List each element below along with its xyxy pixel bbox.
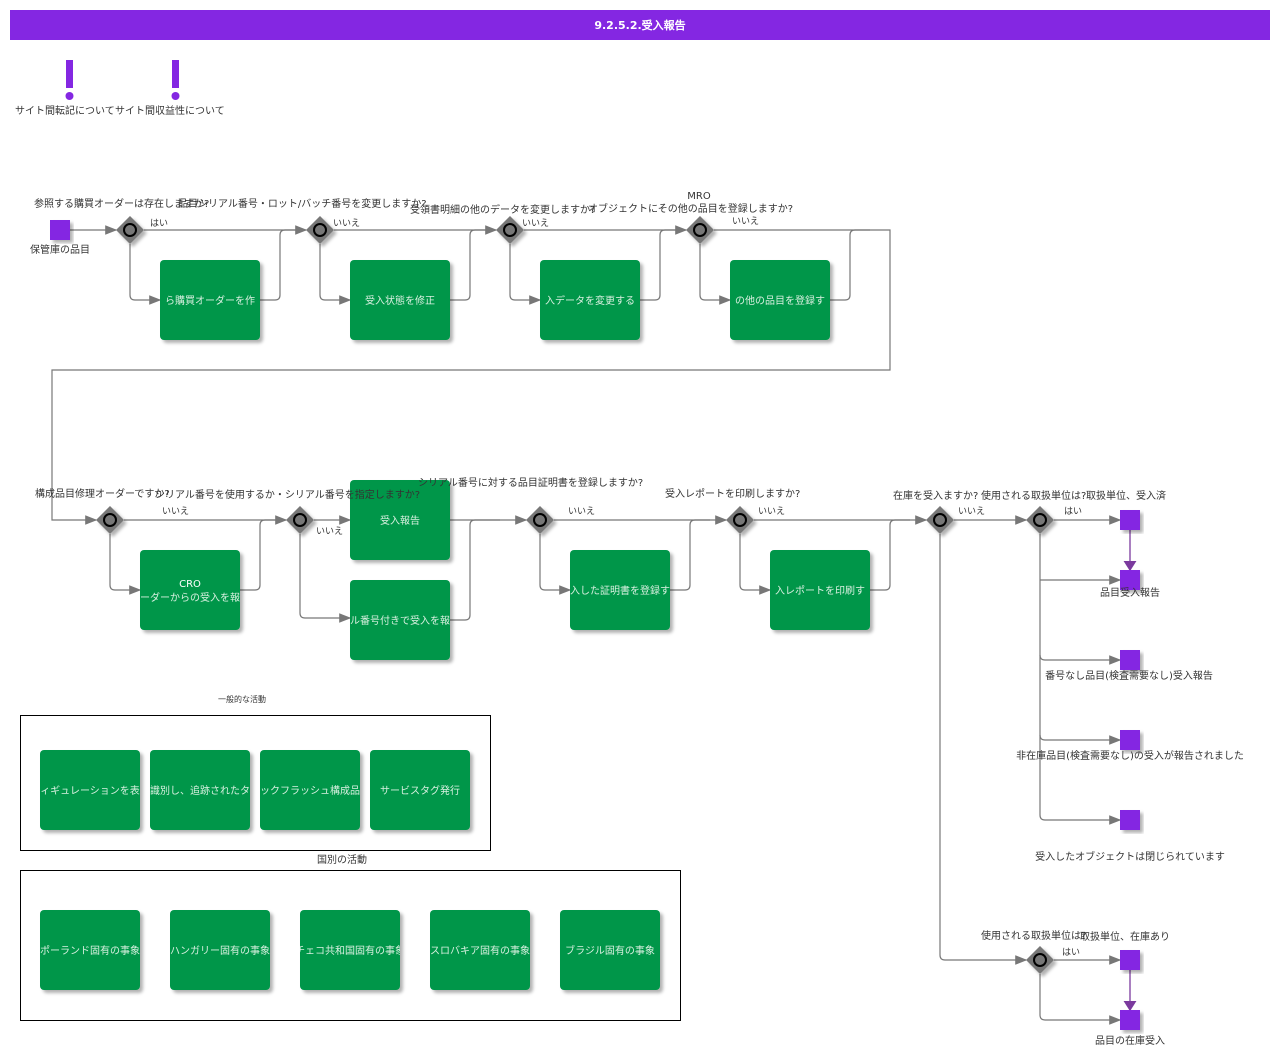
gateway-question: シリアル番号に対する品目証明書を登録しますか? xyxy=(418,476,643,489)
event-label: 取扱単位、受入済 xyxy=(1086,489,1166,502)
task-box[interactable] xyxy=(140,550,240,630)
task-label: サービスタグ発行 xyxy=(380,784,460,797)
task-box[interactable] xyxy=(300,910,400,990)
gateway[interactable] xyxy=(286,506,314,534)
task-box[interactable] xyxy=(150,750,250,830)
event-square[interactable] xyxy=(1120,510,1140,530)
general-activities-group xyxy=(20,715,491,851)
answer-label: はい xyxy=(1064,506,1082,517)
gateway-question: シリアル番号を使用するか・シリアル番号を指定しますか? xyxy=(155,488,420,501)
task-box[interactable] xyxy=(730,260,830,340)
gateway-question: 在庫を受入ますか? xyxy=(893,489,978,502)
event-label: 取扱単位、在庫あり xyxy=(1080,930,1170,943)
task-box[interactable] xyxy=(350,260,450,340)
answer-label: いいえ xyxy=(732,216,759,227)
task-box[interactable] xyxy=(40,910,140,990)
task-label: スロバキア固有の事象 xyxy=(430,944,530,957)
task-label: 入した証明書を登録す xyxy=(570,584,670,597)
task-box[interactable] xyxy=(350,580,450,660)
gateway-question: 構成品目修理オーダーですか? xyxy=(35,487,170,500)
gateway[interactable] xyxy=(496,216,524,244)
end-event[interactable] xyxy=(1120,730,1140,750)
end-event[interactable] xyxy=(1120,650,1140,670)
task-box[interactable] xyxy=(160,260,260,340)
task-label: ーダーからの受入を報 xyxy=(140,591,240,604)
answer-label: いいえ xyxy=(522,218,549,229)
task-box[interactable] xyxy=(350,480,450,560)
end-label: 品目受入報告 xyxy=(1100,586,1160,599)
task-box[interactable] xyxy=(170,910,270,990)
gateway[interactable] xyxy=(1026,506,1054,534)
gateway[interactable] xyxy=(116,216,144,244)
task-label: ル番号付きで受入を報 xyxy=(350,614,450,627)
task-box[interactable] xyxy=(40,750,140,830)
end-label: 受入したオブジェクトは閉じられています xyxy=(1035,850,1225,863)
task-label: 入レポートを印刷す xyxy=(775,585,865,597)
end-event[interactable] xyxy=(1120,570,1140,590)
gateway[interactable] xyxy=(1026,946,1054,974)
mro-label: MRO xyxy=(687,191,711,202)
gateway-question: 使用される取扱単位は? xyxy=(981,489,1086,502)
task-label: ら購買オーダーを作 xyxy=(165,294,255,307)
task-box[interactable] xyxy=(540,260,640,340)
end-label: 品目の在庫受入 xyxy=(1095,1034,1165,1047)
task-box[interactable] xyxy=(430,910,530,990)
task-box[interactable] xyxy=(570,550,670,630)
answer-label: いいえ xyxy=(162,506,189,517)
note-label: サイト間収益性について xyxy=(115,104,225,117)
answer-label: いいえ xyxy=(568,506,595,517)
task-label: 受入報告 xyxy=(380,514,420,527)
answer-label: いいえ xyxy=(333,218,360,229)
task-label: ブラジル固有の事象 xyxy=(565,944,655,957)
exclamation-icon xyxy=(65,60,74,100)
group-label: 国別の活動 xyxy=(317,853,367,866)
answer-label: はい xyxy=(1062,947,1080,958)
task-label: チェコ共和国固有の事象 xyxy=(295,944,405,957)
task-label: ィギュレーションを表 xyxy=(40,784,140,797)
country-activities-group xyxy=(20,870,681,1021)
task-label: ハンガリー固有の事象 xyxy=(170,944,270,957)
gateway-question: 品目シリアル番号・ロット/バッチ番号を変更しますか? xyxy=(178,197,427,210)
task-label: 受入状態を修正 xyxy=(365,294,435,307)
gateway-question: 受領書明細の他のデータを変更しますか? xyxy=(410,203,595,216)
task-box[interactable] xyxy=(260,750,360,830)
answer-label: いいえ xyxy=(758,506,785,517)
answer-label: いいえ xyxy=(958,506,985,517)
task-box[interactable] xyxy=(560,910,660,990)
gateway[interactable] xyxy=(96,506,124,534)
answer-label: はい xyxy=(150,218,168,229)
task-box[interactable] xyxy=(770,550,870,630)
end-event[interactable] xyxy=(1120,810,1140,830)
gateway-question: 参照する購買オーダーは存在しますか? xyxy=(34,197,209,210)
note-label: サイト間転記について xyxy=(15,104,115,117)
gateway[interactable] xyxy=(726,506,754,534)
page-title: 9.2.5.2.受入報告 xyxy=(594,18,685,32)
group-label: 一般的な活動 xyxy=(218,694,266,704)
connectors xyxy=(51,225,1137,1025)
gateway[interactable] xyxy=(686,216,714,244)
gateway-question: オブジェクトにその他の品目を登録しますか? xyxy=(588,202,793,215)
task-label: ックフラッシュ構成品 xyxy=(260,784,360,797)
gateway[interactable] xyxy=(526,506,554,534)
task-box[interactable] xyxy=(370,750,470,830)
end-event[interactable] xyxy=(1120,1010,1140,1030)
answer-label: いいえ xyxy=(316,526,343,537)
task-label: 入データを変更する xyxy=(545,294,635,307)
gateway[interactable] xyxy=(306,216,334,244)
end-label: 非在庫品目(検査需要なし)の受入が報告されました xyxy=(1016,749,1244,762)
task-label: ポーランド固有の事象 xyxy=(40,944,140,957)
task-label: の他の品目を登録す xyxy=(735,294,825,307)
gateway-question: 使用される取扱単位は? xyxy=(981,929,1086,942)
exclamation-icon xyxy=(171,60,180,100)
event-square[interactable] xyxy=(1120,950,1140,970)
task-label: 識別し、追跡されたタ xyxy=(150,784,250,797)
gateway[interactable] xyxy=(926,506,954,534)
start-event[interactable] xyxy=(50,220,70,240)
cro-label: CRO xyxy=(179,579,201,590)
gateway-question: 受入レポートを印刷しますか? xyxy=(665,488,800,500)
end-label: 番号なし品目(検査需要なし)受入報告 xyxy=(1045,669,1213,682)
start-label: 保管庫の品目 xyxy=(30,243,90,256)
header-bar xyxy=(10,10,1270,40)
